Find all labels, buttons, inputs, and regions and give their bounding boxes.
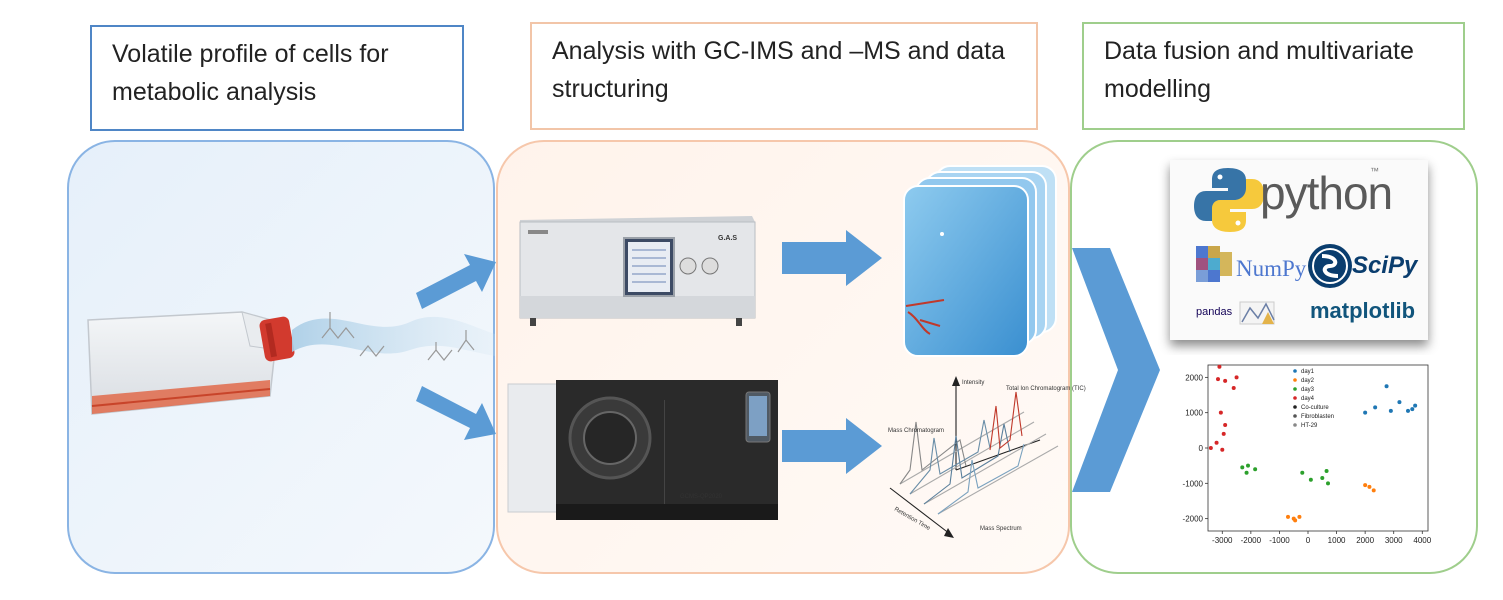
legend-marker	[1293, 423, 1297, 427]
data-point-day1	[1363, 410, 1368, 415]
step1-title: Volatile profile of cells for metabolic …	[90, 25, 464, 131]
trademark-mark: ™	[1370, 166, 1379, 176]
arrow-to-ims-spectra	[782, 230, 882, 286]
data-point-day3	[1308, 477, 1313, 482]
legend-label: Co-culture	[1301, 405, 1329, 411]
scipy-logo-text: SciPy	[1352, 252, 1418, 279]
data-point-day4	[1220, 447, 1225, 452]
data-point-day3	[1253, 467, 1258, 472]
data-point-day3	[1324, 468, 1329, 473]
x-tick-label: 4000	[1413, 536, 1431, 545]
data-point-day1	[1388, 408, 1393, 413]
legend-marker	[1293, 414, 1297, 418]
seaborn-logo-icon	[1239, 301, 1275, 325]
y-tick-label: -2000	[1183, 515, 1204, 524]
x-tick-label: 2000	[1356, 536, 1374, 545]
y-tick-label: -1000	[1183, 479, 1204, 488]
data-point-day1	[1406, 408, 1410, 413]
y-tick-label: 0	[1199, 444, 1204, 453]
data-point-day2	[1286, 514, 1290, 519]
svg-text:Mass Chromatogram: Mass Chromatogram	[888, 428, 944, 434]
data-point-day1	[1410, 407, 1415, 412]
legend-marker	[1293, 369, 1297, 373]
scatter-svg: -3000 -2000 -1000 0 1000 2000 3000 4000 2000 1000…	[1183, 364, 1432, 545]
pandas-logo-text: pandas	[1196, 306, 1233, 318]
ims-spectra-stack-icon	[903, 165, 1057, 357]
data-point-day3	[1320, 476, 1325, 481]
svg-text:G.A.S: G.A.S	[718, 235, 737, 242]
python-logo-text: python	[1260, 167, 1393, 219]
data-fusion-chevron	[1072, 248, 1160, 492]
gc-ims-instrument-icon: G.A.S	[519, 216, 756, 326]
data-point-day2	[1293, 518, 1298, 523]
data-point-day4	[1217, 364, 1222, 369]
arrow-to-chromatogram	[782, 418, 882, 474]
arrow-to-gcims	[416, 254, 496, 309]
data-point-day4	[1223, 378, 1228, 383]
data-point-day4	[1214, 440, 1219, 445]
library-logos	[1194, 168, 1352, 325]
svg-text:Mass Spectrum: Mass Spectrum	[980, 526, 1022, 532]
data-point-day1	[1413, 403, 1418, 408]
x-tick-label: -3000	[1212, 536, 1233, 545]
gc-ms-instrument-icon: GCMS-QP2020	[507, 380, 778, 520]
data-point-day2	[1363, 483, 1368, 488]
data-point-day2	[1297, 514, 1302, 519]
data-point-day3	[1300, 470, 1305, 475]
x-tick-label: -2000	[1241, 536, 1262, 545]
plot-frame	[1207, 364, 1429, 532]
data-point-day1	[1397, 400, 1402, 405]
python-logo-icon	[1194, 168, 1264, 232]
x-tick-label: 0	[1306, 536, 1311, 545]
step3-title: Data fusion and multivariate modelling	[1082, 22, 1465, 130]
data-point-day3	[1240, 465, 1245, 470]
data-point-day3	[1246, 463, 1250, 468]
svg-text:Total Ion Chromatogram (TIC): Total Ion Chromatogram (TIC)	[1006, 386, 1086, 392]
data-point-day4	[1221, 431, 1226, 436]
legend-label: HT-29	[1301, 423, 1318, 429]
pca-scatter-plot: -3000 -2000 -1000 0 1000 2000 3000 4000 2000 1000…	[1160, 355, 1440, 555]
legend-label: Fibroblasten	[1301, 414, 1334, 420]
svg-text:GCMS-QP2020: GCMS-QP2020	[680, 494, 723, 500]
matplotlib-logo-text: matplotlib	[1310, 298, 1416, 323]
legend-marker	[1293, 387, 1297, 391]
data-point-day2	[1367, 484, 1372, 489]
data-point-day2	[1371, 488, 1376, 493]
legend-marker	[1293, 405, 1297, 409]
scipy-logo-icon	[1308, 244, 1352, 288]
data-point-day4	[1231, 385, 1236, 390]
numpy-logo-icon	[1196, 246, 1232, 282]
legend-label: day4	[1301, 396, 1315, 402]
svg-text:Retention Time: Retention Time	[893, 507, 932, 533]
legend-marker	[1293, 378, 1297, 382]
step2-title: Analysis with GC-IMS and –MS and data st…	[530, 22, 1038, 130]
gc-ms-3d-chromatogram-icon: Intensity Total Ion Chromatogram (TIC) M…	[888, 376, 1086, 538]
legend-label: day3	[1301, 387, 1315, 393]
x-tick-label: 1000	[1328, 536, 1346, 545]
data-point-day4	[1223, 423, 1228, 428]
numpy-logo-text: NumPy	[1236, 256, 1307, 281]
legend-marker	[1293, 396, 1297, 400]
x-tick-label: -1000	[1269, 536, 1290, 545]
legend-label: day1	[1301, 369, 1315, 375]
data-point-day4	[1216, 377, 1220, 382]
arrow-to-gcms	[416, 386, 496, 440]
x-tick-label: 3000	[1385, 536, 1403, 545]
svg-text:Intensity: Intensity	[962, 380, 984, 386]
culture-flask-icon	[87, 311, 295, 415]
data-point-day3	[1244, 470, 1249, 475]
data-point-day3	[1326, 481, 1330, 486]
python-libraries-card: python ™ NumPy SciPy pandas matplotlib	[1170, 160, 1428, 340]
y-tick-label: 2000	[1185, 373, 1203, 382]
data-point-day4	[1208, 446, 1213, 450]
y-tick-label: 1000	[1185, 409, 1203, 418]
data-point-day1	[1373, 405, 1378, 410]
legend-label: day2	[1301, 378, 1315, 384]
data-point-day4	[1234, 375, 1239, 380]
data-point-day4	[1218, 410, 1223, 415]
data-point-day1	[1384, 384, 1389, 389]
volatile-molecules-icon	[292, 312, 495, 361]
